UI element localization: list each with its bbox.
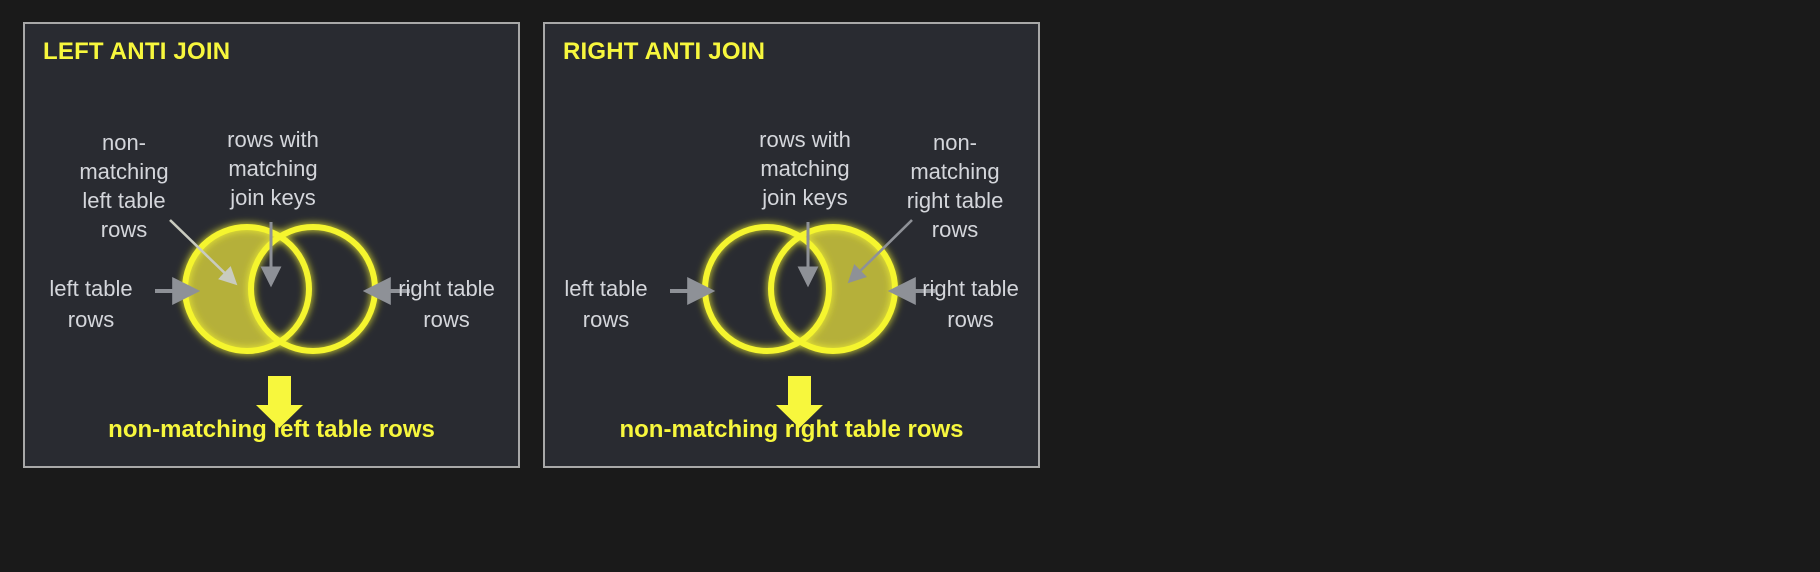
- panel-title: LEFT ANTI JOIN: [43, 38, 231, 65]
- venn-svg: [670, 219, 935, 428]
- annotation-non-matching: non- matching left table rows: [79, 130, 169, 242]
- label-left-table-rows: left table rows: [49, 276, 133, 332]
- venn-circle-right: [248, 224, 378, 354]
- venn-diagram-left: [25, 24, 518, 466]
- panel-caption: non-matching left table rows: [108, 416, 435, 443]
- panel-right-anti-join: RIGHT ANTI JOIN: [543, 22, 1040, 468]
- annotation-non-matching: non- matching right table rows: [906, 130, 1004, 242]
- label-right-table-rows: right table rows: [922, 276, 1019, 332]
- venn-fill-right-only: [771, 227, 895, 351]
- label-right-table-rows: right table rows: [398, 276, 495, 332]
- venn-fill-left-only: [185, 227, 309, 351]
- panel-left-anti-join: LEFT ANTI JOIN: [23, 22, 520, 468]
- venn-svg: [155, 219, 410, 428]
- venn-diagram-right: [545, 24, 1038, 466]
- panel-caption: non-matching right table rows: [619, 416, 964, 443]
- venn-circle-right: [768, 224, 898, 354]
- venn-circle-left: [182, 224, 312, 354]
- label-left-table-rows: left table rows: [564, 276, 648, 332]
- venn-circle-left: [702, 224, 832, 354]
- panel-title: RIGHT ANTI JOIN: [563, 38, 766, 65]
- annotation-matching-join-keys: rows with matching join keys: [759, 127, 851, 210]
- annotation-matching-join-keys: rows with matching join keys: [227, 127, 319, 210]
